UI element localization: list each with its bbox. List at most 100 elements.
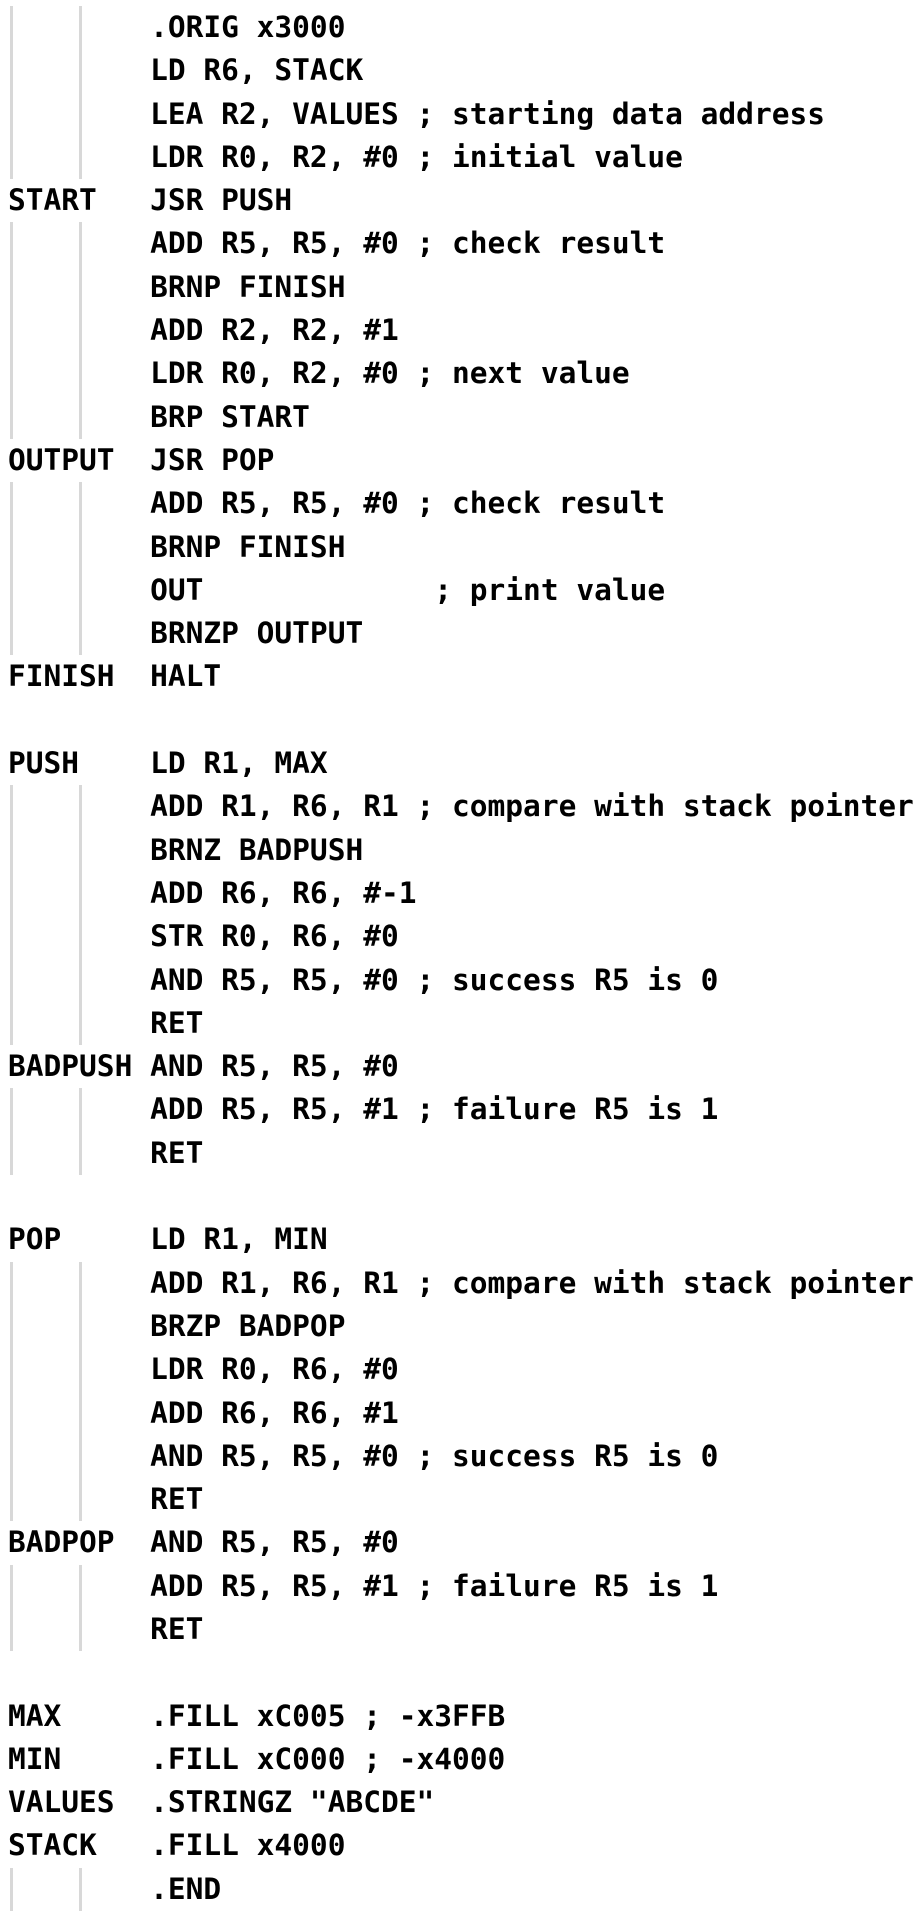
- indent-guide: [10, 222, 13, 266]
- indent-guide: [10, 568, 13, 613]
- indent-guide: [10, 1607, 13, 1652]
- code-line: BRNP FINISH: [0, 525, 918, 569]
- code-line: BADPUSH AND R5, R5, #0: [0, 1045, 918, 1088]
- code-line: STACK .FILL x4000: [0, 1824, 918, 1867]
- indent-guide: [10, 1391, 13, 1435]
- code-text: .ORIG x3000: [8, 10, 346, 44]
- code-line: BRNZ BADPUSH: [0, 828, 918, 872]
- code-text: FINISH HALT: [8, 659, 222, 694]
- code-text: STR R0, R6, #0: [8, 919, 399, 954]
- indent-guide: [79, 785, 82, 829]
- code-text: .END: [8, 1871, 222, 1906]
- indent-guide: [10, 1001, 13, 1046]
- code-text: MAX .FILL xC005 ; -x3FFB: [8, 1698, 506, 1733]
- indent-guide: [79, 1607, 82, 1652]
- indent-guide: [79, 92, 82, 136]
- code-line: [0, 1175, 918, 1218]
- indent-guide: [79, 395, 82, 439]
- indent-guide: [10, 828, 13, 872]
- indent-guide: [10, 958, 13, 1002]
- code-text: LDR R0, R2, #0 ; next value: [8, 356, 630, 391]
- code-line: ADD R5, R5, #0 ; check result: [0, 482, 918, 526]
- indent-guide: [79, 568, 82, 613]
- indent-guide: [79, 1867, 82, 1912]
- indent-guide: [79, 915, 82, 959]
- indent-guide: [10, 525, 13, 569]
- code-line: LDR R0, R2, #0 ; initial value: [0, 135, 918, 180]
- indent-guide: [10, 1478, 13, 1522]
- code-line: FINISH HALT: [0, 655, 918, 698]
- indent-guide: [79, 525, 82, 569]
- code-text: BADPOP AND R5, R5, #0: [8, 1525, 399, 1560]
- indent-guide: [79, 1564, 82, 1608]
- indent-guide: [10, 1131, 13, 1176]
- code-line: OUT ; print value: [0, 568, 918, 613]
- indent-guide: [79, 1001, 82, 1046]
- code-line: LDR R0, R2, #0 ; next value: [0, 352, 918, 396]
- code-line: BRZP BADPOP: [0, 1304, 918, 1349]
- code-line: VALUES .STRINGZ "ABCDE": [0, 1781, 918, 1824]
- code-text: ADD R5, R5, #1 ; failure R5 is 1: [8, 1568, 719, 1603]
- indent-guide: [10, 1304, 13, 1349]
- code-text: LDR R0, R6, #0: [8, 1352, 399, 1387]
- code-text: BRNP FINISH: [8, 269, 346, 304]
- indent-guide: [10, 6, 13, 50]
- code-text: BRNZP OUTPUT: [8, 616, 364, 651]
- code-line: ADD R6, R6, #-1: [0, 871, 918, 916]
- indent-guide: [10, 915, 13, 959]
- indent-guide: [79, 1391, 82, 1435]
- code-line: [0, 1651, 918, 1694]
- code-text: RET: [8, 1482, 204, 1517]
- code-line: STR R0, R6, #0: [0, 915, 918, 959]
- indent-guide: [79, 871, 82, 916]
- indent-guide: [10, 1348, 13, 1392]
- code-line: START JSR PUSH: [0, 179, 918, 222]
- indent-guide: [10, 871, 13, 916]
- code-line: PUSH LD R1, MAX: [0, 742, 918, 785]
- code-text: OUT ; print value: [8, 572, 666, 607]
- code-text: BRNZ BADPUSH: [8, 832, 364, 867]
- code-line: ADD R6, R6, #1: [0, 1391, 918, 1435]
- code-text: MIN .FILL xC000 ; -x4000: [8, 1741, 506, 1776]
- code-text: AND R5, R5, #0 ; success R5 is 0: [8, 962, 719, 997]
- indent-guide: [79, 1131, 82, 1176]
- code-text: ADD R6, R6, #-1: [8, 875, 417, 910]
- code-text: PUSH LD R1, MAX: [8, 746, 328, 781]
- indent-guide: [79, 49, 82, 93]
- indent-guide: [79, 222, 82, 266]
- code-line: ADD R1, R6, R1 ; compare with stack poin…: [0, 785, 918, 829]
- indent-guide: [10, 309, 13, 353]
- code-text: ADD R1, R6, R1 ; compare with stack poin…: [8, 789, 914, 824]
- code-line: RET: [0, 1478, 918, 1522]
- code-line: .ORIG x3000: [0, 6, 918, 50]
- code-text: BADPUSH AND R5, R5, #0: [8, 1049, 399, 1084]
- code-text: RET: [8, 1005, 204, 1040]
- code-line: MIN .FILL xC000 ; -x4000: [0, 1738, 918, 1781]
- code-line: BADPOP AND R5, R5, #0: [0, 1521, 918, 1564]
- code-text: OUTPUT JSR POP: [8, 442, 275, 477]
- indent-guide: [10, 135, 13, 180]
- indent-guide: [79, 958, 82, 1002]
- indent-guide: [79, 1304, 82, 1349]
- code-line: RET: [0, 1001, 918, 1046]
- indent-guide: [79, 1261, 82, 1305]
- code-text: LDR R0, R2, #0 ; initial value: [8, 139, 683, 174]
- code-text: ADD R1, R6, R1 ; compare with stack poin…: [8, 1265, 914, 1300]
- code-text: BRNP FINISH: [8, 529, 346, 564]
- indent-guide: [10, 1434, 13, 1479]
- code-line: LEA R2, VALUES ; starting data address: [0, 92, 918, 136]
- indent-guide: [79, 828, 82, 872]
- indent-guide: [79, 1434, 82, 1479]
- indent-guide: [79, 482, 82, 526]
- code-text: POP LD R1, MIN: [8, 1222, 328, 1257]
- indent-guide: [79, 309, 82, 353]
- indent-guide: [79, 1348, 82, 1392]
- code-text: ADD R5, R5, #1 ; failure R5 is 1: [8, 1092, 719, 1127]
- code-text: BRP START: [8, 399, 310, 434]
- code-line: BRNP FINISH: [0, 265, 918, 310]
- indent-guide: [10, 49, 13, 93]
- indent-guide: [79, 1088, 82, 1132]
- code-line: RET: [0, 1131, 918, 1176]
- code-line: ADD R5, R5, #1 ; failure R5 is 1: [0, 1088, 918, 1132]
